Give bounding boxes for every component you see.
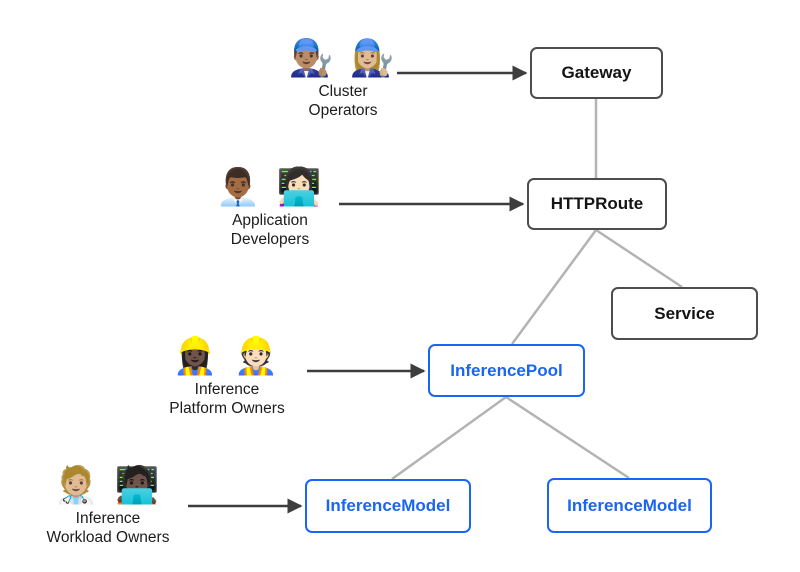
edge-httproute-service [595,228,683,289]
node-label: InferencePool [450,360,563,380]
construction-workers-emoji: 👷🏿‍♀️ 👷🏻 [172,335,282,376]
persona-label-line: Cluster [318,83,368,100]
persona-inference-platform-owners: 👷🏿‍♀️ 👷🏻 Inference Platform Owners [142,334,312,418]
node-inferencemodel-left: InferenceModel [305,479,471,533]
persona-label-line: Workload Owners [46,529,170,546]
persona-label-line: Platform Owners [169,400,285,417]
node-label: Service [654,303,715,323]
node-label: InferenceModel [325,496,451,515]
mechanics-emoji: 👨🏽‍🔧 👩🏼‍🔧 [288,37,398,78]
node-label: InferenceModel [567,495,692,515]
persona-label-line: Operators [308,102,378,119]
node-service: Service [611,287,758,340]
persona-application-developers: 👨🏾‍💼 👩🏻‍💻 Application Developers [185,165,355,249]
persona-cluster-operators: 👨🏽‍🔧 👩🏼‍🔧 Cluster Operators [258,36,428,120]
persona-label-line: Application [232,212,308,229]
edge-inferencepool-inferencemodel-right [505,395,630,480]
persona-label-line: Inference [194,381,260,398]
persona-label-line: Developers [230,231,310,248]
edge-inferencepool-inferencemodel-left [391,395,507,481]
node-httproute: HTTPRoute [527,178,667,230]
node-inferencemodel-right: InferenceModel [547,478,712,533]
persona-inference-workload-owners: 🧑🏼‍⚕️ 🧑🏿‍💻 Inference Workload Owners [23,463,193,547]
developers-emoji: 👨🏾‍💼 👩🏻‍💻 [215,166,325,207]
node-inferencepool: InferencePool [428,344,585,397]
workload-owners-emoji: 🧑🏼‍⚕️ 🧑🏿‍💻 [53,464,163,505]
persona-label-line: Inference [75,510,141,527]
edge-httproute-inferencepool [510,229,598,345]
node-gateway: Gateway [530,47,663,99]
node-label: Gateway [561,63,632,82]
node-label: HTTPRoute [550,194,644,213]
